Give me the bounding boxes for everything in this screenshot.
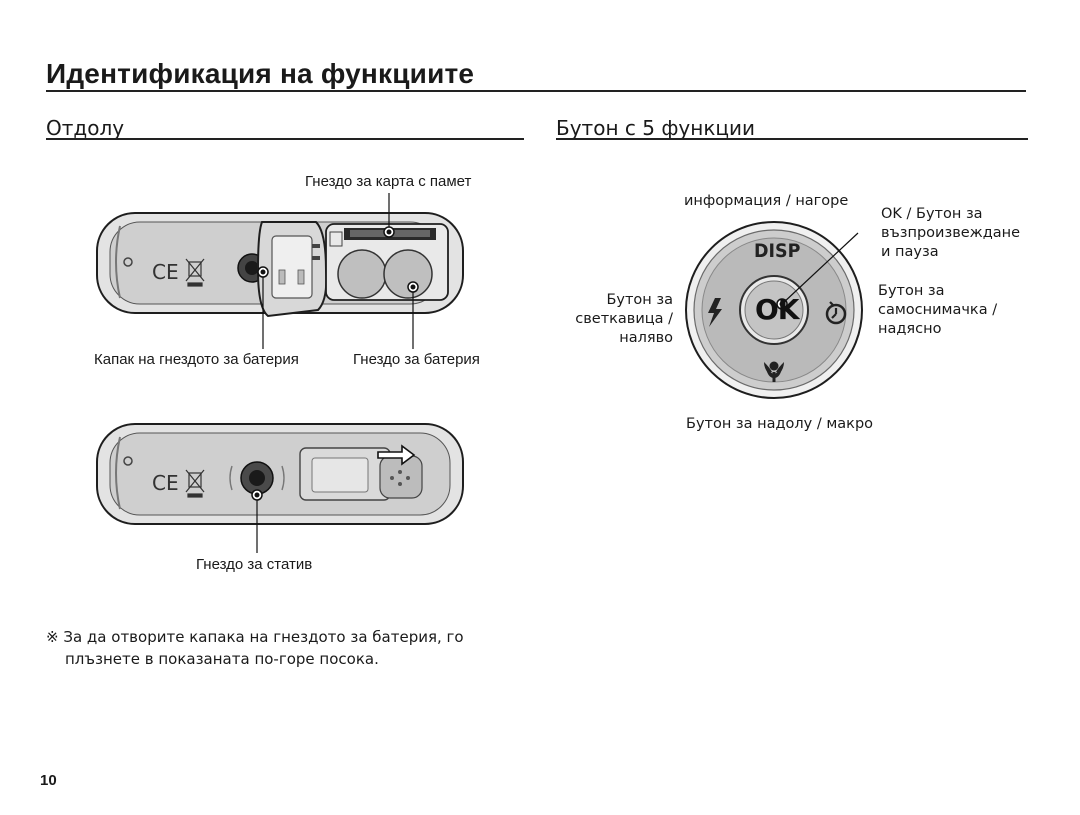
leader-ok bbox=[781, 232, 859, 305]
label-ok-line3: и пауза bbox=[881, 244, 939, 260]
disp-label: DISP bbox=[754, 240, 801, 262]
section-rule-5way bbox=[556, 138, 1028, 140]
label-ok-line1: OK / Бутон за bbox=[881, 206, 983, 222]
section-heading-bottom: Отдолу bbox=[46, 116, 125, 140]
dot-tripod-center bbox=[254, 492, 260, 498]
ce-mark: CE bbox=[152, 260, 179, 284]
battery-cover-flap bbox=[256, 221, 328, 318]
note-text-1: За да отворите капака на гнездото за бат… bbox=[63, 628, 464, 646]
macro-icon bbox=[764, 361, 784, 382]
note-line-1: ※ За да отворите капака на гнездото за б… bbox=[46, 626, 464, 648]
label-right-line2: самоснимачка / bbox=[878, 302, 998, 318]
label-left-line3: наляво bbox=[619, 330, 673, 346]
weee-icon-closed bbox=[185, 469, 205, 498]
section-heading-5way: Бутон с 5 функции bbox=[556, 116, 756, 140]
label-down-macro: Бутон за надолу / макро bbox=[686, 416, 874, 432]
five-way-button bbox=[685, 221, 863, 399]
label-tripod-socket: Гнездо за статив bbox=[196, 556, 313, 573]
dot-ok-center bbox=[779, 301, 785, 307]
label-ok-line2: възпроизвеждане bbox=[881, 225, 1021, 241]
label-right-line3: надясно bbox=[878, 321, 942, 337]
label-right-line1: Бутон за bbox=[878, 283, 945, 299]
note-block: ※ За да отворите капака на гнездото за б… bbox=[46, 626, 464, 670]
label-left-line2: светкавица / bbox=[575, 311, 673, 327]
title-rule bbox=[46, 90, 1026, 92]
slide-arrow-icon bbox=[377, 444, 416, 466]
ce-mark-closed: CE bbox=[152, 471, 179, 495]
section-rule-bottom bbox=[46, 138, 524, 140]
dot-battery-slot-center bbox=[410, 284, 416, 290]
label-battery-cover: Капак на гнездото за батерия bbox=[94, 351, 299, 368]
dot-battery-cover-center bbox=[260, 269, 266, 275]
page-number: 10 bbox=[40, 772, 57, 789]
note-symbol: ※ bbox=[46, 628, 59, 646]
label-left-line1: Бутон за bbox=[606, 292, 673, 308]
label-memory-card-slot: Гнездо за карта с памет bbox=[305, 173, 472, 190]
leader-lines-open bbox=[262, 193, 414, 349]
dot-memory-card-center bbox=[386, 229, 392, 235]
label-battery-slot: Гнездо за батерия bbox=[353, 351, 480, 368]
weee-icon bbox=[185, 258, 205, 287]
tripod-socket-closed bbox=[229, 461, 285, 495]
note-line-2: плъзнете в показаната по-горе посока. bbox=[46, 648, 464, 670]
label-up-info: информация / нагоре bbox=[684, 193, 849, 209]
battery-compartment bbox=[312, 223, 449, 301]
flash-icon bbox=[708, 298, 722, 327]
self-timer-icon bbox=[825, 301, 847, 325]
ok-label: OK bbox=[755, 293, 799, 326]
page-title: Идентификация на функциите bbox=[46, 58, 475, 89]
note-text-2: плъзнете в показаната по-горе посока. bbox=[65, 650, 379, 668]
